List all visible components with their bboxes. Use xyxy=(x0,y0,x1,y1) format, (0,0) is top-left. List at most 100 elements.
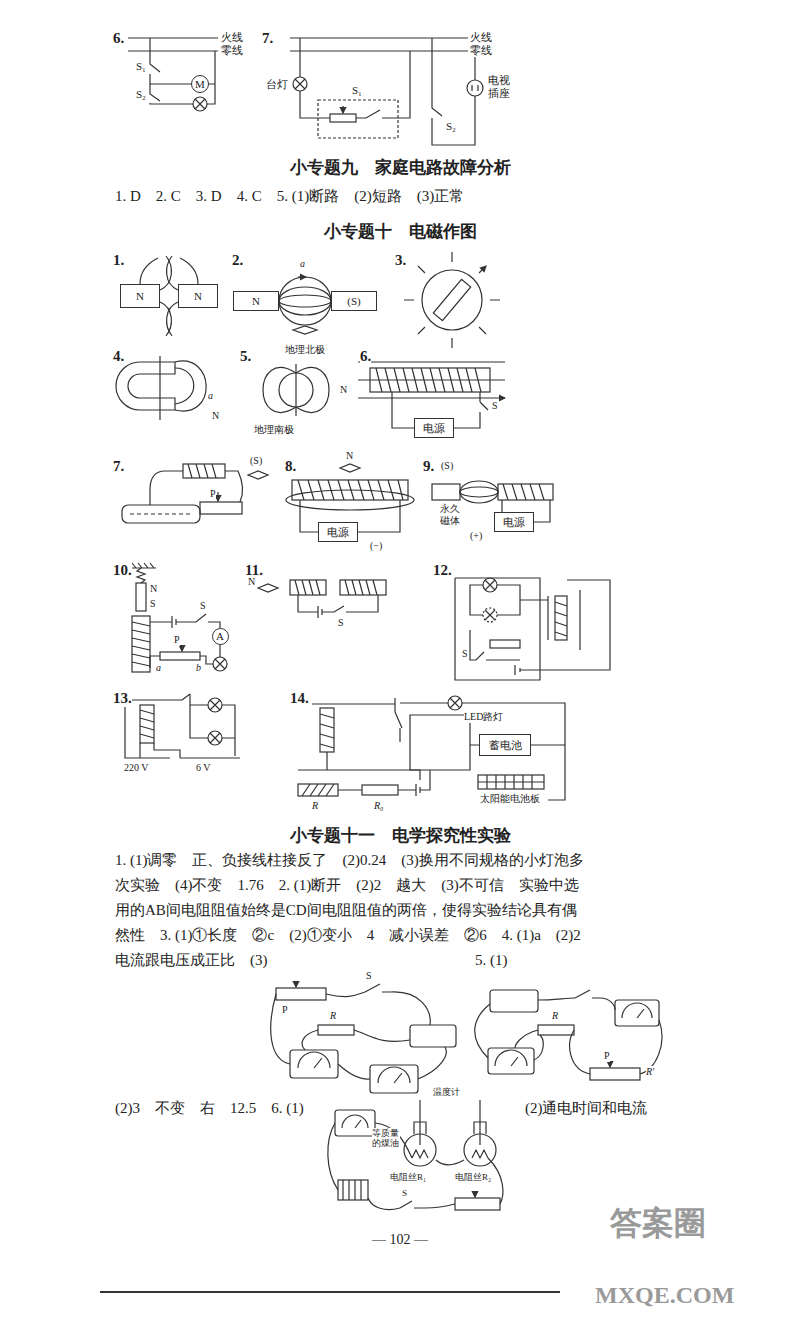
relay-circuit-12 xyxy=(470,580,610,675)
watermark: 答案圈 xyxy=(610,1205,706,1242)
streetlight-14 xyxy=(410,715,470,770)
figure-label: a xyxy=(300,258,305,270)
illustrations xyxy=(100,38,662,1292)
house-circuit-6 xyxy=(150,84,193,104)
field-lines-1 xyxy=(160,256,171,290)
apparatus-5-1 xyxy=(488,1048,534,1074)
solenoids-11 xyxy=(258,580,386,618)
figure-label: 永久磁体 xyxy=(440,503,461,526)
figure-label: S xyxy=(462,648,468,660)
spring-circuit-10 xyxy=(132,616,150,672)
apparatus-6-1 xyxy=(414,1122,486,1134)
answer-text: 12. xyxy=(433,562,452,579)
figure-label: 零线 xyxy=(470,44,492,57)
figure-label: S xyxy=(338,617,344,629)
figure-label: S₁ xyxy=(136,60,146,73)
spring-circuit-10 xyxy=(137,568,145,583)
relay-13 xyxy=(140,705,154,743)
answer-text: 1. xyxy=(113,252,124,269)
relay-13 xyxy=(130,694,190,700)
node-text-group: (S) xyxy=(347,295,360,307)
figure-label: S₂ xyxy=(446,120,456,133)
solenoid-8 xyxy=(340,464,360,472)
figure-label: S xyxy=(200,600,206,612)
field-lines-2 xyxy=(279,295,331,307)
figure-label: 电阻丝R₂ xyxy=(455,1172,491,1182)
figure-label: S xyxy=(366,970,372,982)
figure-label: P xyxy=(210,488,216,500)
field-lines-1 xyxy=(167,256,178,290)
answer-text: 3. xyxy=(395,252,406,269)
spring-circuit-10 xyxy=(136,583,146,611)
apparatus-5-1 xyxy=(538,1025,574,1035)
node-text-group: N xyxy=(252,295,260,307)
field-lines-2 xyxy=(293,326,317,334)
streetlight-14 xyxy=(450,698,460,708)
streetlight-14 xyxy=(400,703,565,800)
relay-circuit-12 xyxy=(485,610,495,620)
answer-text: 8. xyxy=(285,458,296,475)
answer-text: 5. xyxy=(240,348,251,365)
relay-circuit-12 xyxy=(470,585,520,615)
answer-text: 1. D 2. C 3. D 4. C 5. (1)断路 (2)短路 (3)正常 xyxy=(115,188,464,205)
figure-label: (S) xyxy=(250,455,262,467)
figure-label: a xyxy=(208,390,213,402)
earth-field-5 xyxy=(296,368,329,413)
house-circuit-7 xyxy=(432,38,475,145)
relay-13 xyxy=(208,698,222,712)
relay-circuit-12 xyxy=(520,590,580,650)
figure-label: S xyxy=(492,400,498,412)
house-circuit-7 xyxy=(290,38,468,51)
apparatus-6-1 xyxy=(342,1115,368,1128)
spring-circuit-10 xyxy=(181,646,182,651)
spring-circuit-10 xyxy=(213,657,227,671)
figure-label: (S) xyxy=(441,460,453,472)
figure-label: N xyxy=(340,384,347,396)
apparatus-4-3 xyxy=(318,1025,354,1035)
node-text: N xyxy=(252,295,260,307)
answer-text: 9. xyxy=(423,458,434,475)
u-magnet-4 xyxy=(175,361,206,411)
node-text-group: A xyxy=(216,630,224,642)
figure-label: 地理北极 xyxy=(285,344,325,356)
apparatus-6-1 xyxy=(455,1198,500,1210)
solenoids-11 xyxy=(340,580,386,595)
magnet-solenoid-9 xyxy=(498,484,553,500)
house-circuit-6 xyxy=(193,97,207,111)
magnet-solenoid-9 xyxy=(460,487,498,497)
relay-circuit-12 xyxy=(485,580,495,590)
node-text: 电源 xyxy=(423,422,445,434)
relay-circuit-12 xyxy=(555,596,567,640)
spring-circuit-10 xyxy=(126,563,227,672)
apparatus-5-1 xyxy=(615,1000,659,1026)
section-heading: 小专题九 家庭电路故障分析 xyxy=(290,158,511,178)
earth-field-5 xyxy=(263,364,329,416)
answer-text: 6. xyxy=(113,30,124,47)
apparatus-6-1 xyxy=(412,1150,488,1158)
solenoid-8 xyxy=(292,480,408,500)
figure-label: R xyxy=(330,1010,336,1022)
meter-circle: A xyxy=(212,628,229,645)
electromagnet-device-7 xyxy=(122,464,268,523)
answer-text: 7. xyxy=(113,458,124,475)
compass-ring-3 xyxy=(404,252,500,348)
figure-label: S₁ xyxy=(352,84,362,97)
solenoid-6 xyxy=(358,362,505,398)
figure-label: P xyxy=(174,634,180,646)
label-box: 电源 xyxy=(414,418,454,438)
figure-label: 220 V xyxy=(124,762,149,774)
apparatus-5-1 xyxy=(475,990,662,1080)
house-circuit-7 xyxy=(295,79,305,89)
solenoids-11 xyxy=(345,580,377,595)
figure-label: R xyxy=(552,1010,558,1022)
house-circuit-7 xyxy=(356,110,392,118)
u-magnet-4 xyxy=(116,356,206,420)
house-circuit-7 xyxy=(318,100,398,138)
relay-13 xyxy=(190,694,235,756)
answer-text: 10. xyxy=(113,562,132,579)
relay-13 xyxy=(125,694,240,758)
apparatus-5-1 xyxy=(622,1003,652,1018)
relay-circuit-12 xyxy=(490,640,520,648)
relay-circuit-12 xyxy=(455,578,540,680)
streetlight-14 xyxy=(320,714,334,748)
